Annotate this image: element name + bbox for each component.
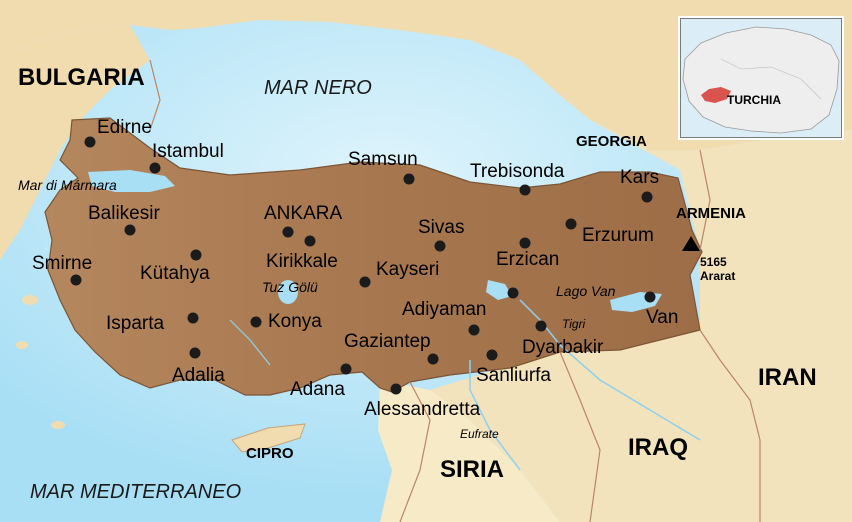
city-label-kars: Kars <box>620 167 660 188</box>
city-dot-balikesir <box>124 224 136 236</box>
country-label-iraq: IRAQ <box>628 434 688 461</box>
city-dot-adiyaman <box>468 324 480 336</box>
river <box>229 319 271 366</box>
city-label-konya: Konya <box>268 311 322 332</box>
feature-label-tigri: Tigri <box>562 317 586 331</box>
river <box>469 360 521 471</box>
city-label-sanliurfa: Sanliurfa <box>476 365 551 386</box>
city-dot-kars <box>641 191 653 203</box>
island <box>16 341 28 349</box>
city-label-dyarbakir: Dyarbakir <box>522 337 604 358</box>
feature-label-ararat: Ararat <box>700 269 736 283</box>
sea-label-black-sea: MAR NERO <box>264 77 372 99</box>
city-dot-adana <box>340 363 352 375</box>
country-label-georgia: GEORGIA <box>576 133 647 150</box>
inset-landmass <box>682 26 840 134</box>
city-dot-erzurum <box>565 218 577 230</box>
city-dot-trebisonda <box>519 184 531 196</box>
country-label-siria: SIRIA <box>440 456 505 483</box>
border-line <box>399 381 431 522</box>
city-dot-adalia <box>189 347 201 359</box>
city-label-kutahya: Kütahya <box>140 263 210 284</box>
city-dot-edirne <box>84 136 96 148</box>
marmara-sea <box>88 170 175 192</box>
city-label-ankara: ANKARA <box>264 203 343 224</box>
city-dot-kirikkale <box>304 235 316 247</box>
city-dot-kayseri <box>359 276 371 288</box>
inset-turkey-highlight <box>701 87 731 103</box>
city-dot-erzican <box>519 237 531 249</box>
feature-label-tuz-golu: Tuz Gölü <box>262 279 318 295</box>
feature-label-eufrate: Eufrate <box>460 427 499 441</box>
euphrates-lake <box>486 280 512 300</box>
border-line <box>699 149 711 251</box>
city-dot-istambul <box>149 162 161 174</box>
land-west <box>0 25 150 260</box>
city-dot-smirne <box>70 274 82 286</box>
city-label-gaziantep: Gaziantep <box>344 331 431 352</box>
border-line <box>559 351 601 522</box>
city-dot-gaziantep <box>427 353 439 365</box>
city-label-kayseri: Kayseri <box>376 259 440 280</box>
inset-label-turchia: TURCHIA <box>727 93 781 107</box>
feature-label-marmara: Mar di Mármara <box>18 177 117 193</box>
island <box>51 421 65 429</box>
city-label-smirne: Smirne <box>32 253 93 274</box>
city-label-adalia: Adalia <box>172 365 225 386</box>
city-dot-ankara <box>282 226 294 238</box>
city-label-istambul: Istambul <box>152 141 224 162</box>
feature-label-lago-van: Lago Van <box>556 283 616 299</box>
city-dot-isparta <box>187 312 199 324</box>
city-label-erzurum: Erzurum <box>582 225 654 246</box>
city-dot-sivas <box>434 240 446 252</box>
river <box>519 299 701 441</box>
country-label-armenia: ARMENIA <box>676 205 746 222</box>
city-label-trebisonda: Trebisonda <box>470 161 565 182</box>
city-dot-van-lake <box>507 287 519 299</box>
inset-border <box>720 58 822 100</box>
feature-label-ararat-height: 5165 <box>700 255 727 269</box>
land-south <box>378 380 560 522</box>
city-label-alessandretta: Alessandretta <box>364 399 481 420</box>
country-label-cipro: CIPRO <box>246 445 294 462</box>
city-dot-sanliurfa <box>486 349 498 361</box>
city-dot-van <box>644 291 656 303</box>
city-label-isparta: Isparta <box>106 313 165 334</box>
city-dot-kutahya <box>190 249 202 261</box>
cyprus-island <box>231 423 306 453</box>
city-label-samsun: Samsun <box>348 149 418 170</box>
city-dot-konya <box>250 316 262 328</box>
country-label-iran: IRAN <box>758 364 817 391</box>
ararat-mountain-icon <box>682 236 700 251</box>
island <box>22 295 38 305</box>
city-label-erzican: Erzican <box>496 249 560 270</box>
city-label-edirne: Edirne <box>97 117 152 138</box>
border-line <box>699 329 761 522</box>
city-dot-alessandretta <box>390 383 402 395</box>
land-east <box>430 120 852 522</box>
land-north <box>0 0 852 150</box>
city-label-adana: Adana <box>290 379 345 400</box>
city-label-kirikkale: Kirikkale <box>266 251 338 272</box>
city-dot-samsun <box>403 173 415 185</box>
border-line <box>149 59 161 131</box>
sea-label-mediterranean: MAR MEDITERRANEO <box>30 481 242 503</box>
city-label-adiyaman: Adiyaman <box>402 299 487 320</box>
city-dot-dyarbakir <box>535 320 547 332</box>
inset-map-graphic <box>681 19 841 137</box>
city-label-balikesir: Balikesir <box>88 203 160 224</box>
city-label-sivas: Sivas <box>418 217 465 238</box>
country-label-bulgaria: BULGARIA <box>18 64 145 91</box>
tuz-lake <box>278 280 298 304</box>
inset-locator-map: TURCHIA <box>680 18 842 138</box>
city-label-van: Van <box>646 307 679 328</box>
